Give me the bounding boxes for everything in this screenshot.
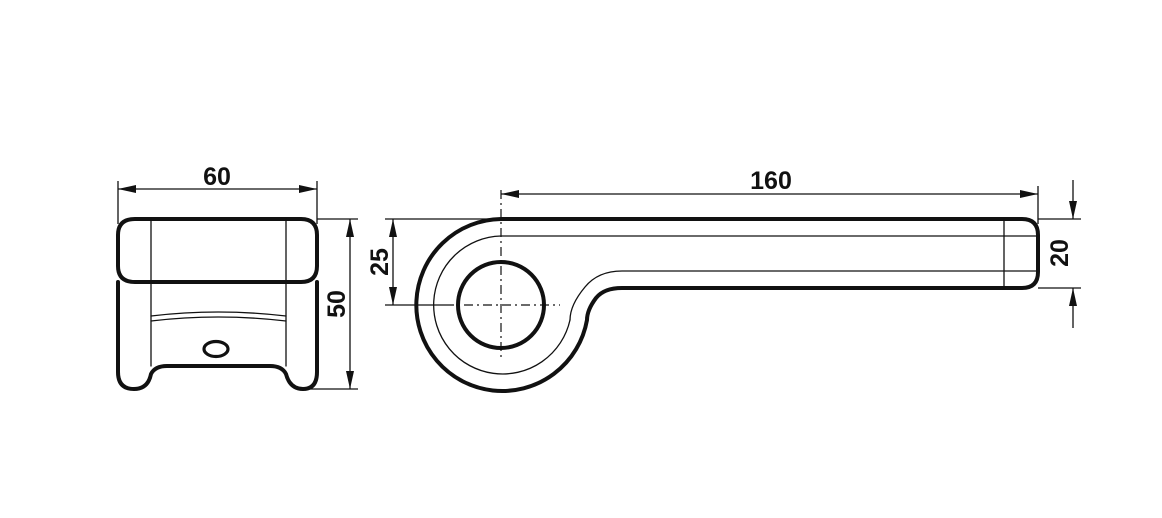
arm-thickness-arrow-bottom <box>1069 288 1077 306</box>
dimension-hole-offset: 25 <box>366 218 501 306</box>
front-waist-curve <box>150 311 287 317</box>
dimension-front-width: 60 <box>117 163 318 224</box>
side-length-arrow-left <box>501 190 519 198</box>
hole-offset-arrow-top <box>389 219 397 237</box>
hole-offset-arrow-bottom <box>389 287 397 305</box>
hole-offset-label: 25 <box>366 248 394 276</box>
arm-thickness-arrow-top <box>1069 201 1077 219</box>
side-inner-arc <box>433 235 571 375</box>
dimension-arm-thickness: 20 <box>1038 180 1081 328</box>
front-waist-curve-lower <box>150 316 287 322</box>
arm-thickness-label: 20 <box>1046 239 1074 267</box>
front-width-arrow-left <box>118 185 136 193</box>
front-width-label: 60 <box>203 163 231 191</box>
front-height-arrow-top <box>346 219 354 237</box>
side-length-arrow-right <box>1020 190 1038 198</box>
front-height-label: 50 <box>323 290 351 318</box>
front-top-cap <box>116 217 319 284</box>
front-body <box>116 280 319 391</box>
front-view <box>116 217 319 391</box>
side-view <box>414 190 1040 393</box>
side-inner-profile-lower <box>569 270 1039 321</box>
dimension-front-height: 50 <box>303 218 358 390</box>
front-small-hole <box>202 339 230 359</box>
front-width-arrow-right <box>299 185 317 193</box>
front-height-arrow-bottom <box>346 371 354 389</box>
side-outer-profile <box>414 217 1040 393</box>
dimension-side-length: 160 <box>501 167 1039 224</box>
side-length-label: 160 <box>750 167 792 195</box>
